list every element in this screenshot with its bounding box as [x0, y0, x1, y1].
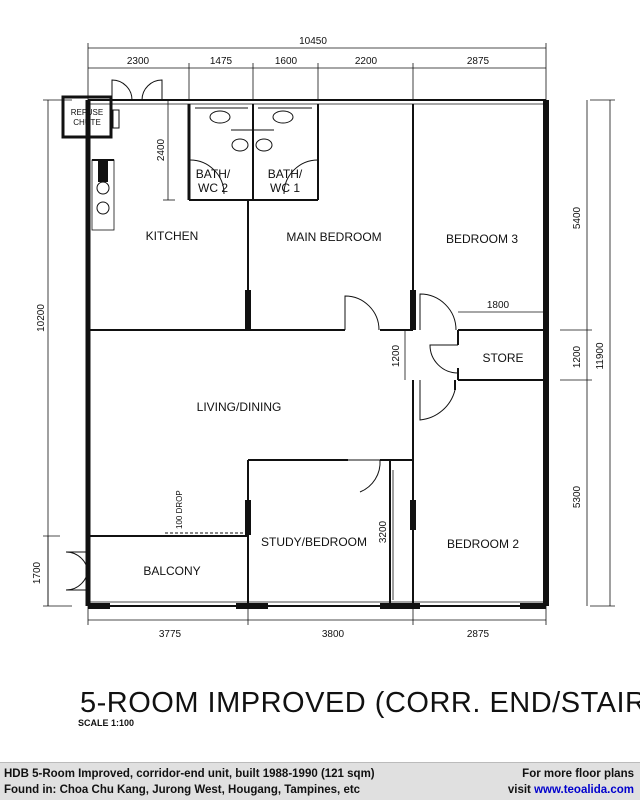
label-bath-wc2-2: WC 2: [198, 181, 228, 195]
dim-right-seg-1: 5400: [572, 206, 583, 229]
dim-top-seg-1: 2300: [127, 56, 150, 67]
door-swings: [65, 79, 459, 591]
dim-corridor-width: 1200: [391, 344, 402, 367]
fixtures: [61, 95, 312, 534]
refuse-chute-box: [61, 95, 113, 139]
dim-top-seg-4: 2200: [355, 56, 378, 67]
dim-drop: 100 DROP: [175, 490, 184, 529]
dim-right-overall: 11900: [595, 342, 606, 370]
label-refuse-chute-2: CHUTE: [73, 118, 101, 127]
label-bedroom-2: BEDROOM 2: [447, 537, 519, 551]
dimension-lines: [43, 43, 615, 625]
label-bedroom-3: BEDROOM 3: [446, 232, 518, 246]
label-main-bedroom: MAIN BEDROOM: [286, 230, 381, 244]
dim-right-seg-3: 5300: [572, 485, 583, 508]
footer-website-link[interactable]: www.teoalida.com: [534, 784, 634, 796]
walls: [85, 99, 549, 609]
footer-right: For more floor plans visit www.teoalida.…: [508, 766, 634, 798]
dim-bottom-seg-3: 2875: [467, 629, 490, 640]
label-balcony: BALCONY: [143, 564, 200, 578]
label-study-bedroom: STUDY/BEDROOM: [261, 535, 367, 549]
dim-top-seg-5: 2875: [467, 56, 490, 67]
dim-left-overall: 10200: [36, 304, 47, 332]
label-bath-wc1-1: BATH/: [268, 167, 303, 181]
dim-top-seg-2: 1475: [210, 56, 233, 67]
dim-study-depth: 3200: [378, 520, 389, 543]
dim-left-balcony: 1700: [32, 561, 43, 584]
dim-top-overall: 10450: [299, 36, 327, 47]
plan-scale: SCALE 1:100: [78, 718, 134, 728]
footer-more-plans: For more floor plans: [522, 768, 634, 780]
dim-right-seg-2: 1200: [572, 345, 583, 368]
label-kitchen: KITCHEN: [146, 229, 199, 243]
footer-bar: HDB 5-Room Improved, corridor-end unit, …: [0, 762, 640, 800]
label-bath-wc1-2: WC 1: [270, 181, 300, 195]
footer-visit-prefix: visit: [507, 784, 531, 796]
dim-store-width: 1800: [487, 300, 510, 311]
footer-left: HDB 5-Room Improved, corridor-end unit, …: [4, 766, 375, 798]
dim-top-seg-3: 1600: [275, 56, 298, 67]
dim-bottom-seg-2: 3800: [322, 629, 345, 640]
floor-plan-drawing: 10450 2300 1475 1600 2200 2875 10200 240…: [32, 36, 640, 728]
footer-visit: visit www.teoalida.com: [508, 782, 634, 798]
label-bath-wc2-1: BATH/: [196, 167, 231, 181]
dim-bottom-seg-1: 3775: [159, 629, 182, 640]
label-living-dining: LIVING/DINING: [197, 400, 282, 414]
label-refuse-chute-1: REFUSE: [71, 108, 103, 117]
plan-title: 5-ROOM IMPROVED (CORR. END/STAIRS): [80, 687, 640, 719]
footer-description: HDB 5-Room Improved, corridor-end unit, …: [4, 768, 375, 780]
label-store: STORE: [482, 351, 523, 365]
dim-left-kitchen: 2400: [156, 138, 167, 161]
footer-locations: Found in: Choa Chu Kang, Jurong West, Ho…: [4, 784, 361, 796]
